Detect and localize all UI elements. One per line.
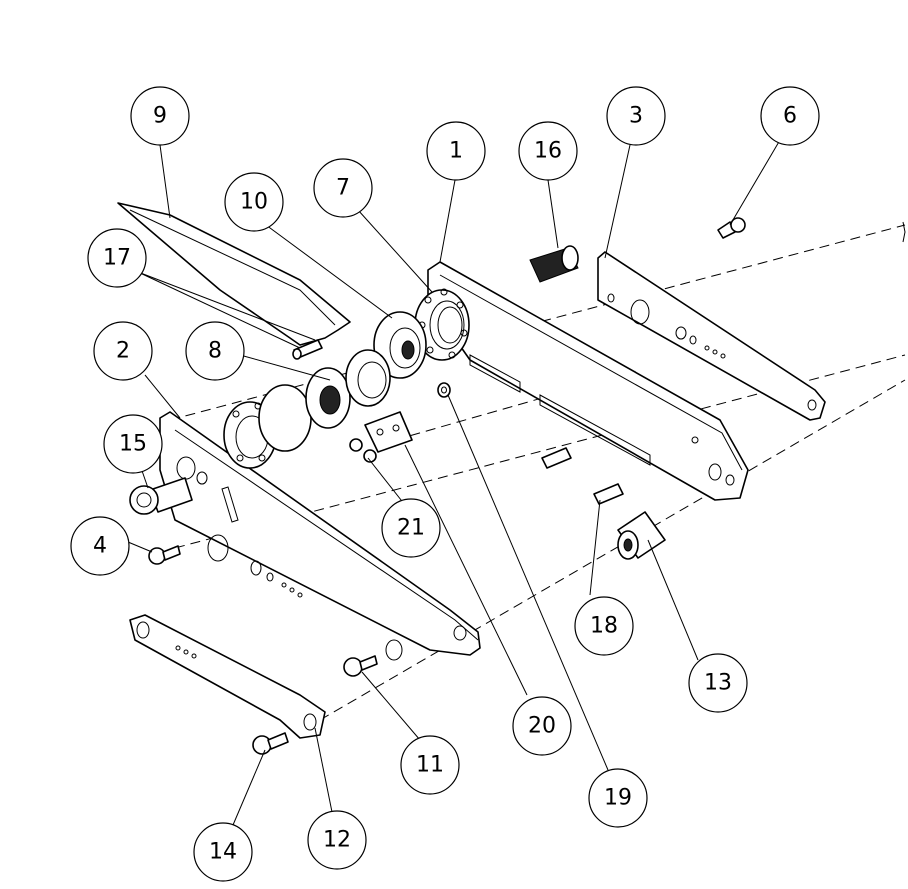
balloon-label: 3 xyxy=(629,104,643,129)
pin-part-18 xyxy=(541,447,624,505)
frame-liner-part-1 xyxy=(427,261,749,501)
screw-part-6 xyxy=(717,217,746,239)
balloon-20: 20 xyxy=(512,696,572,756)
leader-lines xyxy=(127,139,781,826)
balloon-label: 8 xyxy=(208,339,222,364)
balloon-6: 6 xyxy=(760,86,820,146)
pivot-part-15 xyxy=(129,477,193,515)
threaded-fastener-part-16 xyxy=(529,245,579,283)
balloon-7: 7 xyxy=(313,158,373,218)
balloon-label: 4 xyxy=(93,534,107,559)
balloon-2: 2 xyxy=(93,321,153,381)
balloon-10: 10 xyxy=(224,172,284,232)
screw-part-11 xyxy=(343,655,378,677)
balloon-label: 11 xyxy=(416,753,444,778)
balloon-19: 19 xyxy=(588,768,648,828)
screws-part-21 xyxy=(349,438,377,463)
clip-part-12 xyxy=(129,614,326,739)
balloon-4: 4 xyxy=(70,516,130,576)
balloon-label: 14 xyxy=(209,840,237,865)
balloon-21: 21 xyxy=(381,498,441,558)
sleeve-part-13 xyxy=(617,511,666,560)
balloon-label: 6 xyxy=(783,104,797,129)
edge-mark xyxy=(902,221,906,243)
balloon-label: 7 xyxy=(336,176,350,201)
screw-part-4 xyxy=(148,545,181,565)
balloon-label: 1 xyxy=(449,139,463,164)
blade-part xyxy=(117,202,351,346)
balloon-12: 12 xyxy=(307,810,367,870)
balloon-label: 18 xyxy=(590,614,618,639)
balloon-15: 15 xyxy=(103,414,163,474)
balloon-label: 15 xyxy=(119,432,147,457)
balloon-8: 8 xyxy=(185,321,245,381)
balloon-label: 20 xyxy=(528,714,556,739)
screw-part-14 xyxy=(252,732,289,755)
balloon-label: 2 xyxy=(116,339,130,364)
balloon-label: 9 xyxy=(153,104,167,129)
balloon-label: 21 xyxy=(397,516,425,541)
pin-part-17 xyxy=(292,339,323,360)
balloon-13: 13 xyxy=(688,653,748,713)
balloon-11: 11 xyxy=(400,735,460,795)
balloon-18: 18 xyxy=(574,596,634,656)
balloon-3: 3 xyxy=(606,86,666,146)
balloon-label: 13 xyxy=(704,671,732,696)
bracket-part-20 xyxy=(364,411,413,453)
bearing-stack-part-8 xyxy=(223,349,391,469)
balloon-label: 12 xyxy=(323,828,351,853)
balloon-1: 1 xyxy=(426,121,486,181)
balloon-label: 19 xyxy=(604,786,632,811)
handle-scale-right xyxy=(597,251,826,421)
washer-part-19 xyxy=(437,382,451,398)
balloon-16: 16 xyxy=(518,121,578,181)
balloon-label: 16 xyxy=(534,139,562,164)
balloon-17: 17 xyxy=(87,228,147,288)
balloon-14: 14 xyxy=(193,822,253,882)
balloon-label: 10 xyxy=(240,190,268,215)
balloon-label: 17 xyxy=(103,246,131,271)
balloon-9: 9 xyxy=(130,86,190,146)
bearing-part-10 xyxy=(373,311,427,379)
